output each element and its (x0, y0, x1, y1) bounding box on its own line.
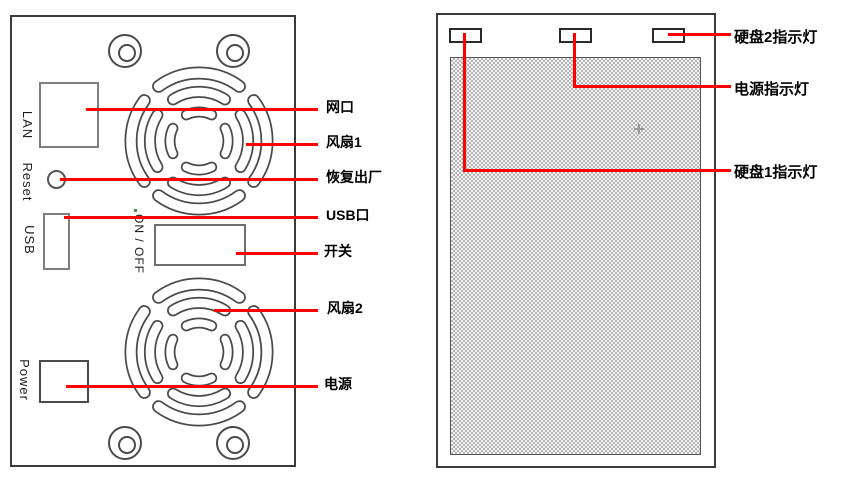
callout-line-hdd1-led (463, 169, 731, 172)
callout-label-hdd2-led: 硬盘2指示灯 (734, 29, 818, 46)
callout-line-usb-port (64, 216, 318, 219)
callout-label-power-led: 电源指示灯 (734, 81, 810, 98)
power-label: Power (17, 359, 32, 401)
callout-line-factory-reset (60, 178, 318, 181)
vent-mesh (450, 57, 701, 455)
callout-line-power-led (573, 85, 731, 88)
screw-hole-top-right (216, 34, 250, 68)
callout-label-power-switch: 开关 (324, 243, 352, 259)
callout-line-power-switch (236, 252, 318, 255)
screw-hole-top-left (108, 34, 142, 68)
callout-line-power-led-vertical (573, 33, 576, 88)
callout-line-hdd1-led-vertical (463, 33, 466, 172)
power-socket (39, 360, 89, 403)
artifact-cursor-mark (634, 124, 644, 134)
fan1-grille-icon (124, 66, 274, 216)
callout-line-power-input (66, 385, 318, 388)
callout-line-network-port (86, 108, 318, 111)
fan2-grille-icon (124, 277, 274, 427)
screw-hole-bottom-left (108, 426, 142, 460)
callout-label-hdd1-led: 硬盘1指示灯 (734, 164, 818, 181)
callout-line-hdd2-led (668, 33, 731, 36)
usb-port (43, 213, 70, 270)
lan-port (39, 82, 99, 148)
artifact-dot (134, 209, 137, 212)
power-switch (154, 224, 246, 266)
callout-label-factory-reset: 恢复出厂 (326, 169, 382, 185)
callout-label-fan2: 风扇2 (327, 300, 363, 316)
screw-hole-bottom-right (216, 426, 250, 460)
callout-line-fan1 (246, 143, 318, 146)
callout-label-power-input: 电源 (324, 376, 352, 392)
callout-label-fan1: 风扇1 (326, 134, 362, 150)
on-off-label: ON / OFF (132, 214, 146, 274)
usb-label: USB (22, 225, 37, 255)
callout-label-usb-port: USB口 (326, 207, 370, 223)
reset-label: Reset (20, 162, 35, 202)
callout-label-network-port: 网口 (326, 99, 354, 115)
callout-line-fan2 (214, 309, 318, 312)
lan-label: LAN (20, 110, 35, 140)
